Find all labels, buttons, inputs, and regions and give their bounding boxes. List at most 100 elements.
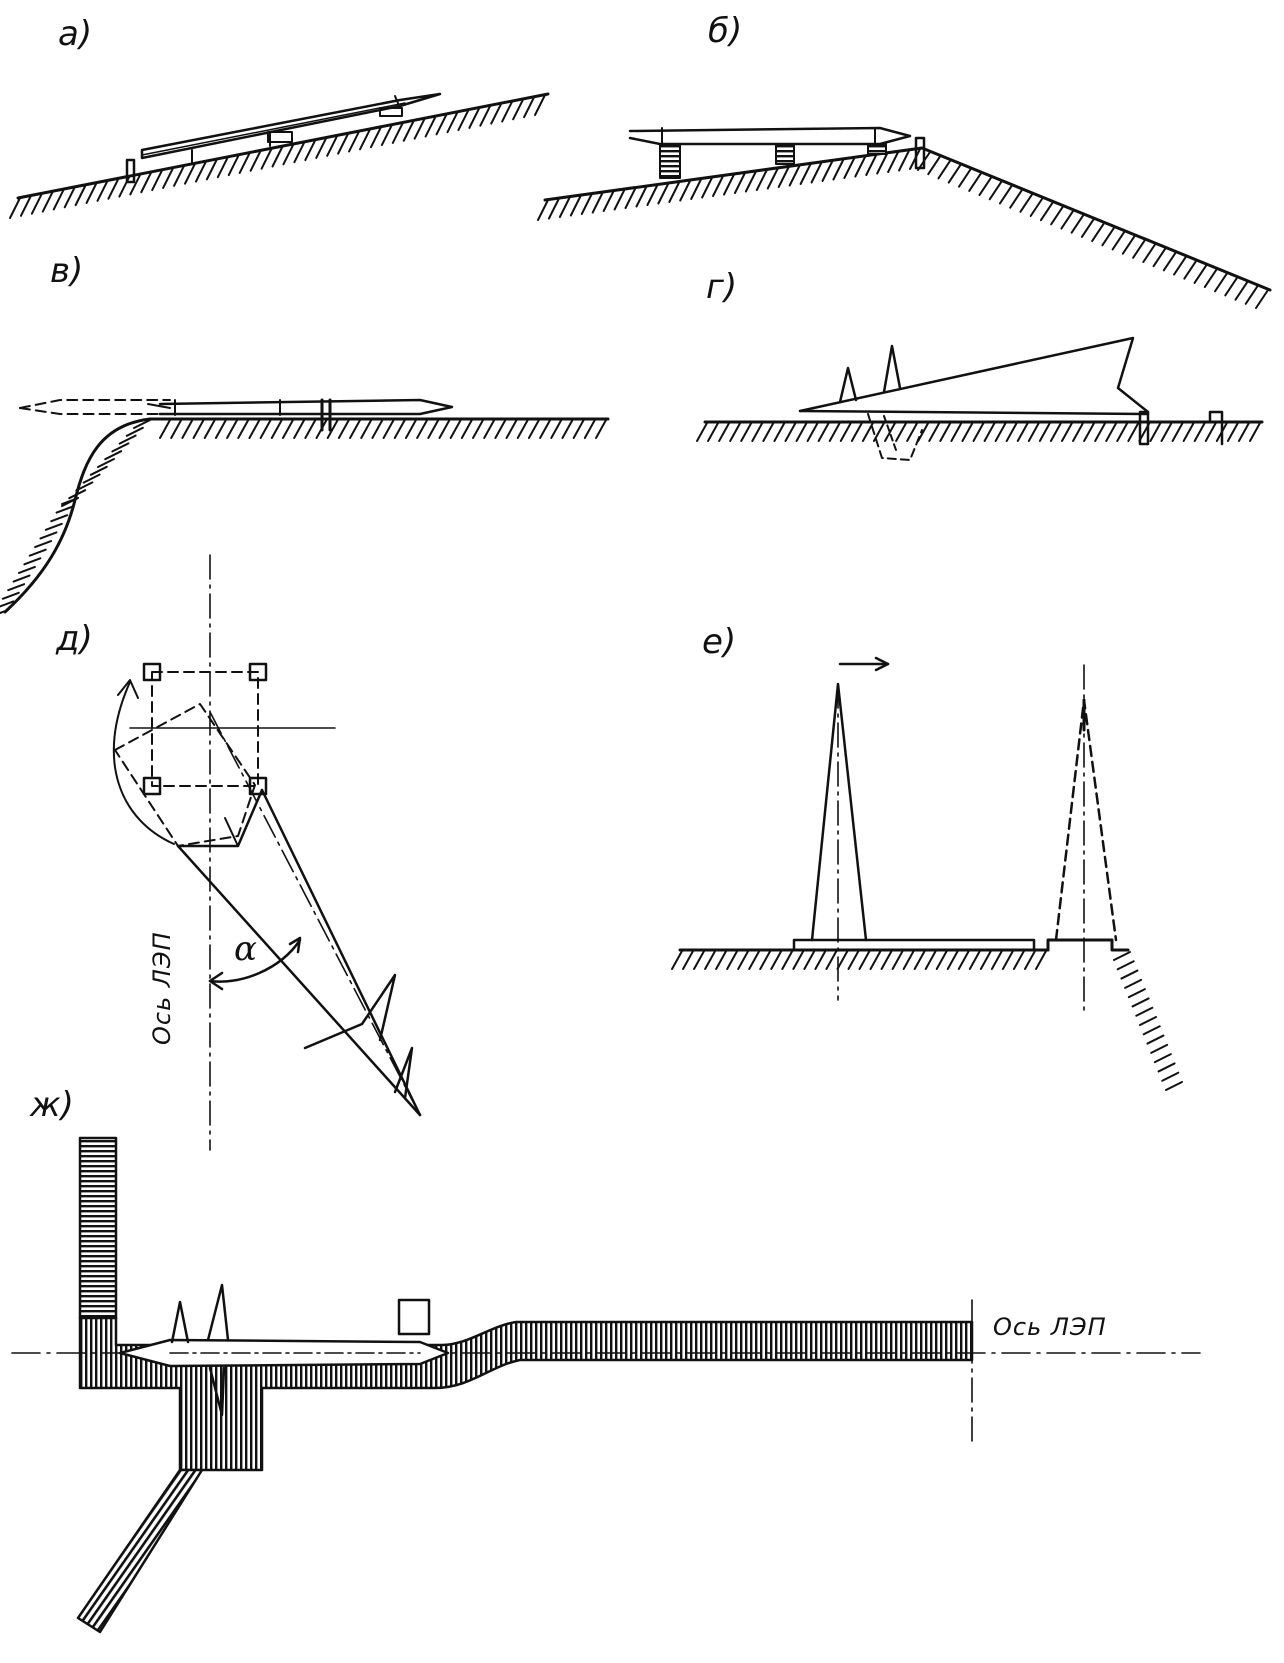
ground-hatch-stroke bbox=[516, 419, 529, 439]
ground-hatch-stroke bbox=[393, 419, 406, 439]
ground-hatch-stroke bbox=[162, 166, 175, 189]
panel-label-g: г) bbox=[706, 267, 738, 307]
ground-hatch-stroke bbox=[326, 134, 339, 157]
ground-hatch-stroke bbox=[1105, 422, 1118, 442]
ground-hatch-stroke bbox=[740, 422, 753, 442]
ground-hatch-stroke bbox=[979, 950, 992, 970]
ground-hatch-stroke bbox=[34, 540, 53, 549]
ground-hatch-stroke bbox=[416, 419, 429, 439]
ground-hatch-stroke bbox=[17, 565, 36, 574]
ground-hatch-stroke bbox=[884, 422, 897, 442]
ground-hatch-stroke bbox=[712, 175, 725, 197]
ground-hatch-stroke bbox=[359, 128, 371, 151]
ground-hatch-stroke bbox=[572, 419, 585, 439]
ground-hatch-stroke bbox=[693, 950, 706, 970]
ground-hatch-stroke bbox=[828, 422, 841, 442]
ground-hatch-stroke bbox=[205, 158, 218, 181]
ground-hatch-stroke bbox=[203, 419, 216, 439]
ground-hatch-stroke bbox=[715, 950, 728, 970]
ground-hatch-stroke bbox=[939, 422, 952, 442]
ground-hatch-stroke bbox=[1094, 422, 1107, 442]
ground-hatch-stroke bbox=[44, 522, 63, 531]
ground-hatch-stroke bbox=[1001, 950, 1014, 970]
ground-hatch-stroke bbox=[1023, 950, 1036, 970]
ground-hatch-stroke bbox=[337, 419, 350, 439]
ground-hatch-stroke bbox=[928, 422, 941, 442]
ground-hatch-stroke bbox=[726, 950, 739, 970]
ground-hatch-stroke bbox=[602, 190, 615, 212]
ground-hatch-stroke bbox=[770, 950, 783, 970]
ground-hatch-stroke bbox=[854, 155, 867, 178]
ground-hatch-stroke bbox=[718, 422, 731, 442]
lep-axis-label-horizontal: Ось ЛЭП bbox=[993, 1313, 1107, 1341]
ground-hatch-stroke bbox=[501, 100, 514, 123]
ground-hatch-stroke bbox=[1027, 422, 1040, 442]
ground-hatch-stroke bbox=[1029, 197, 1044, 217]
ground-hatch-stroke bbox=[1072, 422, 1085, 442]
ground-hatch-stroke bbox=[97, 458, 115, 468]
ground-hatch-stroke bbox=[23, 557, 42, 566]
ground-hatch-stroke bbox=[814, 950, 827, 970]
ground-hatch-stroke bbox=[424, 115, 437, 138]
ground-hatch-stroke bbox=[1157, 1062, 1176, 1073]
ground-hatch-stroke bbox=[1016, 422, 1029, 442]
ground-hatch-stroke bbox=[446, 111, 459, 134]
ground-hatch-stroke bbox=[523, 96, 536, 119]
ground-hatch-stroke bbox=[248, 419, 261, 439]
ground-hatch-stroke bbox=[978, 176, 993, 197]
ground-hatch-stroke bbox=[1139, 1016, 1157, 1026]
ground-hatch-stroke bbox=[1039, 201, 1054, 222]
ground-hatch-stroke bbox=[810, 161, 823, 184]
ground-hatch-stroke bbox=[994, 422, 1007, 442]
ground-hatch-stroke bbox=[19, 194, 32, 217]
ground-hatch-stroke bbox=[1111, 230, 1126, 251]
ground-hatch-stroke bbox=[226, 419, 239, 439]
ground-hatch-stroke bbox=[9, 197, 21, 219]
ground-hatch-stroke bbox=[1113, 951, 1131, 961]
ground-hatch-stroke bbox=[773, 422, 786, 442]
ground-hatch-stroke bbox=[512, 98, 525, 121]
ground-hatch-stroke bbox=[170, 419, 183, 439]
ground-hatch-stroke bbox=[947, 163, 962, 184]
ground-hatch-stroke bbox=[935, 950, 948, 970]
ground-hatch-stroke bbox=[1121, 234, 1136, 255]
ground-hatch-stroke bbox=[832, 158, 845, 181]
ground-hatch-stroke bbox=[1193, 263, 1208, 284]
ground-hatch-stroke bbox=[457, 109, 470, 132]
ground-hatch-stroke bbox=[1160, 422, 1173, 442]
ground-hatch-stroke bbox=[472, 419, 485, 439]
ground-hatch-stroke bbox=[737, 950, 750, 970]
panel-g-drawing bbox=[696, 336, 1264, 461]
ground-hatch-stroke bbox=[1234, 280, 1249, 301]
ground-hatch-stroke bbox=[1009, 188, 1024, 209]
ground-hatch-stroke bbox=[613, 188, 626, 211]
ground-hatch-stroke bbox=[635, 185, 648, 208]
ground-hatch-stroke bbox=[68, 489, 87, 500]
ground-hatch-stroke bbox=[133, 419, 151, 429]
ground-hatch-stroke bbox=[1142, 1025, 1161, 1036]
ground-hatch-stroke bbox=[766, 167, 779, 190]
ground-hatch-stroke bbox=[61, 497, 79, 505]
ground-hatch-stroke bbox=[184, 162, 196, 185]
ground-hatch-stroke bbox=[887, 151, 900, 173]
ground-hatch-stroke bbox=[55, 505, 74, 514]
ground-hatch-stroke bbox=[657, 182, 670, 205]
ground-hatch-stroke bbox=[777, 166, 790, 188]
ground-hatch-stroke bbox=[707, 422, 720, 442]
ground-hatch-stroke bbox=[817, 422, 830, 442]
ground-hatch-stroke bbox=[402, 119, 415, 142]
ground-hatch-stroke bbox=[1165, 1081, 1183, 1091]
ground-hatch-stroke bbox=[701, 176, 714, 199]
ground-hatch-stroke bbox=[118, 434, 137, 445]
ground-hatch-stroke bbox=[304, 139, 317, 162]
ground-hatch-stroke bbox=[696, 422, 708, 442]
ground-hatch-stroke bbox=[281, 419, 294, 439]
ground-hatch-stroke bbox=[192, 419, 205, 439]
ground-hatch-stroke bbox=[1038, 422, 1051, 442]
ground-hatch-stroke bbox=[968, 950, 981, 970]
ground-hatch-stroke bbox=[858, 950, 871, 970]
ground-hatch-stroke bbox=[348, 130, 361, 153]
ground-hatch-stroke bbox=[704, 950, 717, 970]
ground-hatch-stroke bbox=[671, 950, 683, 970]
ground-hatch-stroke bbox=[1080, 217, 1095, 238]
